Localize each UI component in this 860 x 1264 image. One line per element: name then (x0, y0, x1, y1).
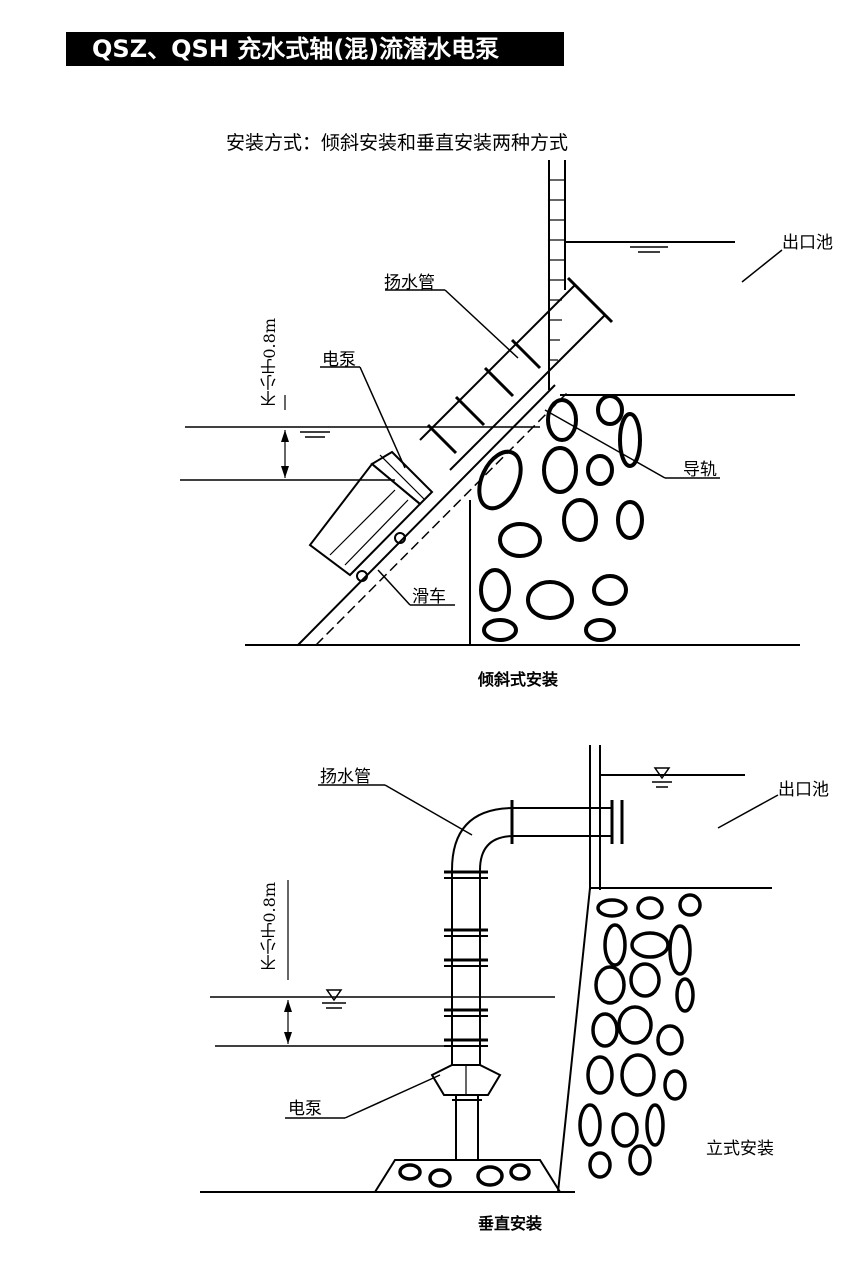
vertical-riser-pipe-label: 扬水管 (320, 767, 371, 787)
vertical-caption: 垂直安装 (478, 1214, 543, 1233)
inclined-min-depth-label: 不小于0.8m (260, 318, 279, 407)
inclined-outlet-pool-label: 出口池 (782, 233, 833, 253)
guide-rail-label: 导轨 (683, 460, 717, 480)
inclined-riser-pipe-label: 扬水管 (384, 273, 435, 293)
vertical-outlet-pool-label: 出口池 (778, 780, 829, 800)
page-title: QSZ、QSH 充水式轴(混)流潜水电泵 (66, 32, 564, 66)
trolley-label: 滑车 (412, 587, 446, 607)
vertical-min-depth-label: 不小于0.8m (260, 882, 279, 971)
vertical-pump-label: 电泵 (288, 1099, 322, 1119)
inclined-installation-diagram (180, 160, 800, 646)
inclined-caption: 倾斜式安装 (478, 670, 559, 689)
inclined-pump-label: 电泵 (322, 350, 356, 370)
installation-subtitle: 安装方式：倾斜安装和垂直安装两种方式 (226, 132, 569, 154)
stand-installation-label: 立式安装 (706, 1139, 774, 1159)
